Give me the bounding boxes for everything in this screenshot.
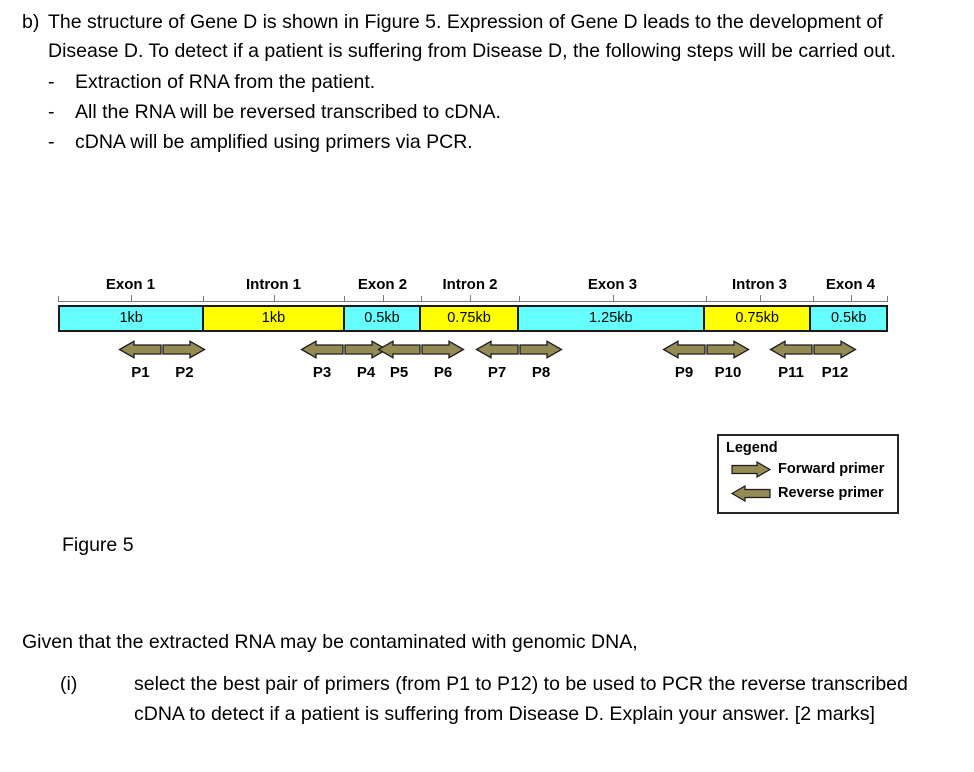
forward-primer-icon xyxy=(731,460,772,478)
legend-title: Legend xyxy=(726,440,778,456)
primer-arrow-row xyxy=(769,340,857,359)
question-stem: b) The structure of Gene D is shown in F… xyxy=(22,8,952,157)
primer-pair-P1-P2: P1 P2 xyxy=(118,340,207,398)
ruler-end-tick xyxy=(887,296,888,302)
question-paragraph-row: b) The structure of Gene D is shown in F… xyxy=(22,8,952,66)
reverse-primer-icon xyxy=(730,484,771,502)
segment-label-exon-2: Exon 2 xyxy=(357,276,408,293)
primer-pair-P9-P10: P9 P10 xyxy=(662,340,750,398)
forward-primer-icon xyxy=(344,340,388,359)
legend-forward-label: Forward primer xyxy=(778,460,885,477)
segment-label-intron-1: Intron 1 xyxy=(246,276,301,293)
legend-box: Legend Forward primer Reverse primer xyxy=(717,434,899,514)
primer-arrow-layer: P1 P2 P3 P4 P5 P6 P7 P8 P9 P10 P11 P12 xyxy=(58,340,888,398)
segment-label-exon-1: Exon 1 xyxy=(105,276,156,293)
primer-label-row: P1 P2 xyxy=(118,364,206,381)
primer-label-P5: P5 xyxy=(389,364,409,381)
question-marker: b) xyxy=(22,11,40,33)
primer-label-P6: P6 xyxy=(433,364,453,381)
primer-label-row: P7 P8 xyxy=(475,364,563,381)
primer-label-P12: P12 xyxy=(821,364,849,381)
list-item: - Extraction of RNA from the patient. xyxy=(48,67,952,97)
steps-list: - Extraction of RNA from the patient. - … xyxy=(48,67,952,157)
ruler-tick xyxy=(519,294,706,305)
primer-label-P11: P11 xyxy=(778,364,804,381)
primer-label-P2: P2 xyxy=(175,364,194,381)
primer-label-P1: P1 xyxy=(131,364,150,381)
gene-structure-diagram: Exon 1 Intron 1 Exon 2 Intron 2 Exon 3 Intron… xyxy=(58,272,888,398)
step-text: cDNA will be amplified using primers via… xyxy=(75,131,473,153)
segment-label-intron-3: Intron 3 xyxy=(732,276,787,293)
closing-item-text: select the best pair of primers (from P1… xyxy=(134,673,908,725)
primer-label-P10: P10 xyxy=(714,364,742,381)
primer-label-row: P5 P6 xyxy=(377,364,465,381)
list-item: - cDNA will be amplified using primers v… xyxy=(48,127,952,157)
reverse-primer-icon xyxy=(377,340,421,359)
list-item: - All the RNA will be reversed transcrib… xyxy=(48,97,952,127)
segment-ruler xyxy=(58,294,888,305)
reverse-primer-icon xyxy=(300,340,344,359)
reverse-primer-icon xyxy=(769,340,813,359)
figure-5: Exon 1 Intron 1 Exon 2 Intron 2 Exon 3 Intron… xyxy=(0,258,974,528)
forward-primer-icon xyxy=(813,340,857,359)
ruler-tick xyxy=(706,294,813,305)
gene-segment-intron-1: 1kb xyxy=(204,307,345,330)
ruler-tick xyxy=(344,294,421,305)
segment-label-row: Exon 1 Intron 1 Exon 2 Intron 2 Exon 3 Intron… xyxy=(58,272,888,294)
step-text: All the RNA will be reversed transcribed… xyxy=(75,101,501,123)
reverse-primer-icon xyxy=(662,340,706,359)
legend-row-forward: Forward primer xyxy=(731,457,897,481)
reverse-primer-icon xyxy=(475,340,519,359)
closing-item-marker: (i) xyxy=(60,673,78,695)
bullet-dash: - xyxy=(48,101,55,123)
reverse-primer-icon xyxy=(118,340,163,359)
primer-arrow-row xyxy=(118,340,207,359)
ruler-tick xyxy=(203,294,344,305)
forward-primer-icon xyxy=(706,340,750,359)
figure-caption: Figure 5 xyxy=(62,534,134,556)
gene-segment-exon-2: 0.5kb xyxy=(344,307,422,330)
gene-segment-exon-3: 1.25kb xyxy=(518,307,705,330)
gene-segment-intron-3: 0.75kb xyxy=(704,307,812,330)
segment-label-exon-4: Exon 4 xyxy=(825,276,876,293)
bullet-dash: - xyxy=(48,71,55,93)
primer-arrow-row xyxy=(300,340,388,359)
primer-arrow-row xyxy=(475,340,563,359)
ruler-tick xyxy=(58,294,203,305)
forward-primer-icon xyxy=(162,340,207,359)
gene-segment-exon-1: 1kb xyxy=(60,307,205,330)
bullet-dash: - xyxy=(48,131,55,153)
forward-primer-icon xyxy=(519,340,563,359)
primer-arrow-row xyxy=(377,340,465,359)
primer-pair-P11-P12: P11 P12 xyxy=(769,340,857,398)
closing-question: Given that the extracted RNA may be cont… xyxy=(22,627,962,729)
gene-segment-exon-4: 0.5kb xyxy=(811,307,886,330)
primer-pair-P7-P8: P7 P8 xyxy=(475,340,563,398)
primer-arrow-row xyxy=(662,340,750,359)
segment-label-intron-2: Intron 2 xyxy=(442,276,498,293)
primer-label-P3: P3 xyxy=(312,364,332,381)
primer-label-row: P3 P4 xyxy=(300,364,388,381)
ruler-tick xyxy=(813,294,888,305)
forward-primer-icon xyxy=(421,340,465,359)
primer-label-row: P11 P12 xyxy=(769,364,857,381)
primer-label-P4: P4 xyxy=(356,364,376,381)
primer-pair-P3-P4: P3 P4 xyxy=(300,340,388,398)
step-text: Extraction of RNA from the patient. xyxy=(75,71,376,93)
closing-sub-item: (i) select the best pair of primers (fro… xyxy=(22,669,962,729)
primer-label-row: P9 P10 xyxy=(662,364,750,381)
primer-pair-P5-P6: P5 P6 xyxy=(377,340,465,398)
segment-label-exon-3: Exon 3 xyxy=(587,276,638,293)
primer-label-P7: P7 xyxy=(487,364,507,381)
primer-label-P9: P9 xyxy=(674,364,694,381)
gene-segment-intron-2: 0.75kb xyxy=(421,307,519,330)
legend-row-reverse: Reverse primer xyxy=(730,481,897,505)
question-paragraph: The structure of Gene D is shown in Figu… xyxy=(48,11,896,62)
ruler-tick xyxy=(421,294,519,305)
legend-reverse-label: Reverse primer xyxy=(778,484,884,501)
primer-label-P8: P8 xyxy=(531,364,551,381)
closing-lead-text: Given that the extracted RNA may be cont… xyxy=(22,631,638,653)
